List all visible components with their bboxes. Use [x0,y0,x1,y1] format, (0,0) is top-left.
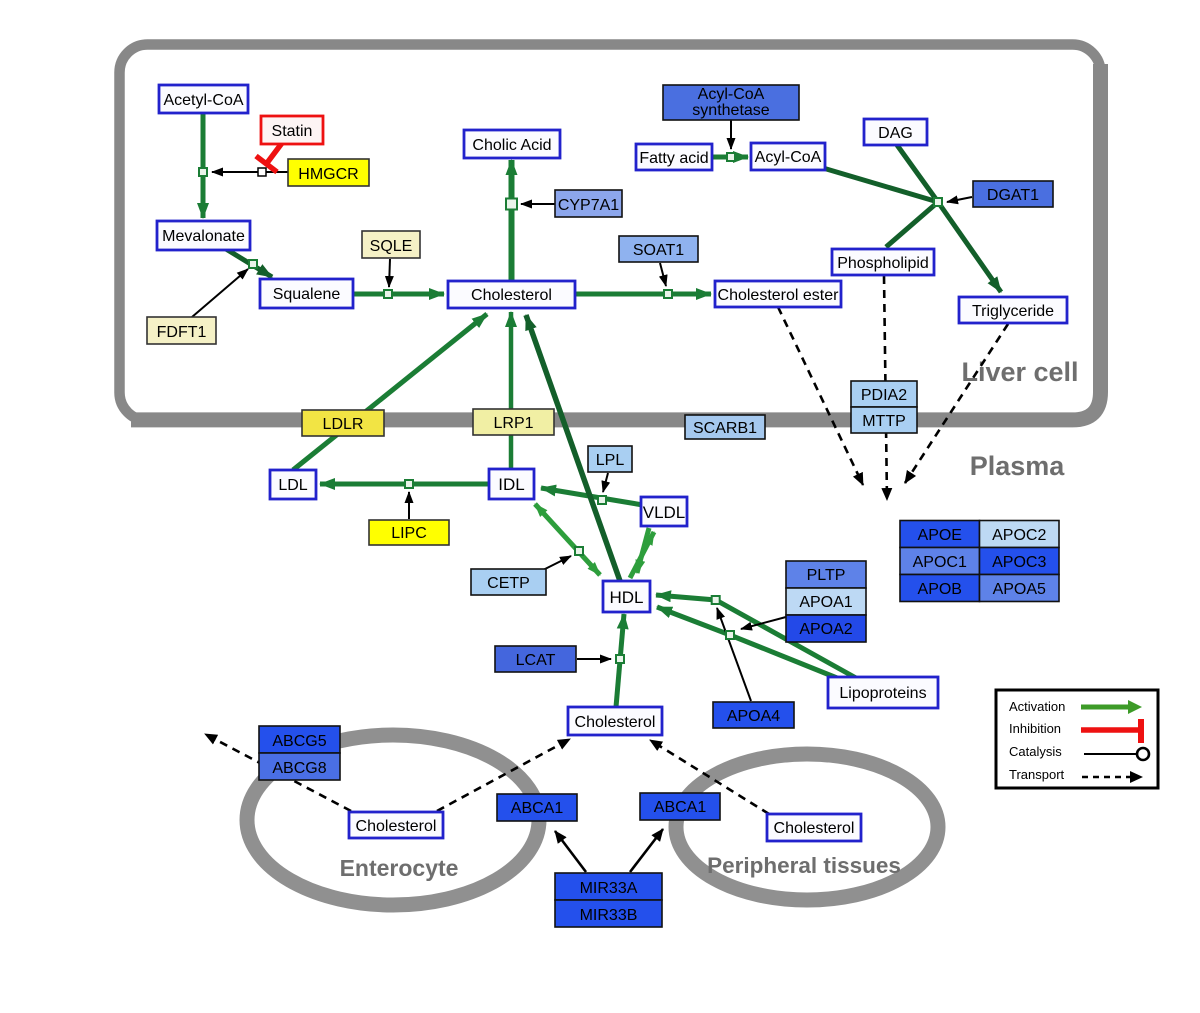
svg-text:Lipoproteins: Lipoproteins [839,685,926,702]
svg-text:VLDL: VLDL [643,503,686,522]
svg-text:Inhibition: Inhibition [1009,721,1061,736]
svg-text:LDLR: LDLR [323,416,364,433]
svg-text:Cholesterol: Cholesterol [774,820,855,837]
svg-text:HMGCR: HMGCR [298,166,358,183]
svg-text:Acetyl-CoA: Acetyl-CoA [163,92,243,109]
svg-text:SOAT1: SOAT1 [633,242,684,259]
svg-text:LIPC: LIPC [391,525,427,542]
svg-text:CETP: CETP [487,575,530,592]
svg-text:Peripheral tissues: Peripheral tissues [707,853,901,878]
svg-text:Cholesterol ester: Cholesterol ester [718,287,840,304]
svg-text:Fatty acid: Fatty acid [639,150,708,167]
svg-text:Squalene: Squalene [273,286,341,303]
svg-text:APOA1: APOA1 [799,594,852,611]
svg-text:Enterocyte: Enterocyte [340,855,459,881]
svg-text:MIR33A: MIR33A [580,880,638,897]
svg-text:Acyl-CoA: Acyl-CoA [755,149,822,166]
svg-text:HDL: HDL [609,588,643,607]
svg-text:Cholic Acid: Cholic Acid [472,137,551,154]
svg-text:Phospholipid: Phospholipid [837,255,929,272]
svg-text:Acyl-CoA: Acyl-CoA [698,86,765,103]
svg-text:CYP7A1: CYP7A1 [558,197,619,214]
svg-text:Cholesterol: Cholesterol [471,287,552,304]
svg-text:FDFT1: FDFT1 [157,324,207,341]
svg-text:Mevalonate: Mevalonate [162,228,245,245]
svg-text:ABCA1: ABCA1 [654,799,707,816]
svg-text:LPL: LPL [596,452,625,469]
svg-text:APOC3: APOC3 [992,554,1046,571]
svg-text:LDL: LDL [278,477,307,494]
svg-text:Catalysis: Catalysis [1009,744,1062,759]
svg-text:LCAT: LCAT [516,652,556,669]
svg-text:APOC1: APOC1 [913,554,967,571]
svg-text:Activation: Activation [1009,699,1065,714]
svg-text:DGAT1: DGAT1 [987,187,1039,204]
svg-text:ABCA1: ABCA1 [511,800,564,817]
svg-text:SQLE: SQLE [370,238,413,255]
svg-text:Liver cell: Liver cell [961,357,1078,387]
svg-text:LRP1: LRP1 [493,415,533,432]
svg-text:APOA4: APOA4 [727,708,780,725]
svg-text:APOA5: APOA5 [993,581,1046,598]
svg-text:ABCG5: ABCG5 [272,733,326,750]
svg-text:ABCG8: ABCG8 [272,760,326,777]
svg-text:synthetase: synthetase [692,102,769,119]
svg-text:Triglyceride: Triglyceride [972,303,1054,320]
svg-text:MTTP: MTTP [862,413,906,430]
svg-text:Statin: Statin [272,123,313,140]
svg-text:APOA2: APOA2 [799,621,852,638]
svg-text:DAG: DAG [878,125,913,142]
svg-text:Plasma: Plasma [970,451,1066,481]
svg-text:Cholesterol: Cholesterol [575,714,656,731]
svg-text:Cholesterol: Cholesterol [356,818,437,835]
svg-text:PDIA2: PDIA2 [861,387,907,404]
svg-text:APOC2: APOC2 [992,527,1046,544]
svg-text:PLTP: PLTP [807,567,846,584]
svg-text:Transport: Transport [1009,767,1065,782]
svg-text:IDL: IDL [498,475,524,494]
svg-text:APOB: APOB [918,581,962,598]
svg-text:MIR33B: MIR33B [580,907,638,924]
svg-text:APOE: APOE [918,527,962,544]
svg-text:SCARB1: SCARB1 [693,420,757,437]
